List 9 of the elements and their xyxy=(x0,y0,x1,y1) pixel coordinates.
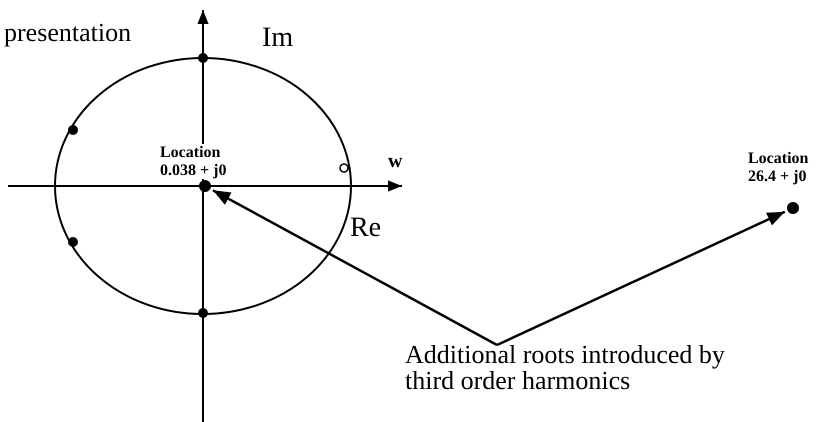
point-label: w xyxy=(388,150,402,173)
root-dot xyxy=(199,180,211,192)
leader-arrow xyxy=(212,189,498,346)
axis-label: Im xyxy=(262,22,294,54)
leader-arrow xyxy=(496,210,786,346)
callout-text: Additional roots introduced by third order harmonics xyxy=(405,342,765,394)
axis-label: Re xyxy=(350,212,382,244)
root-dot xyxy=(787,202,799,214)
axis-caption: presentation xyxy=(4,18,132,48)
